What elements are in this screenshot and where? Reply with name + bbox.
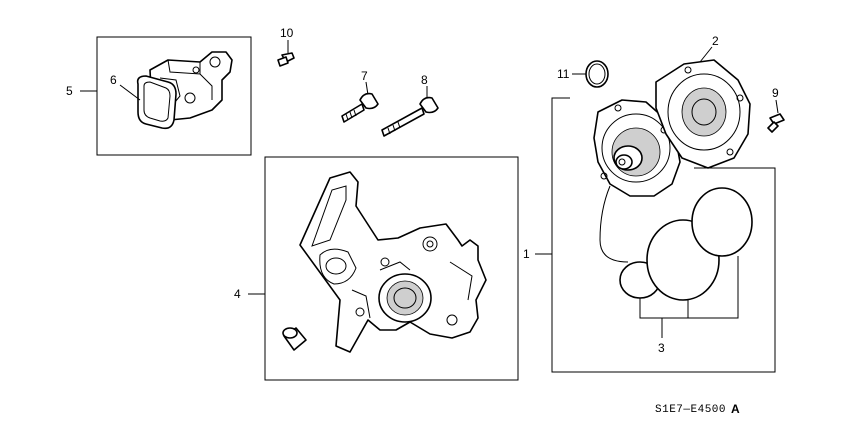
pump-housing-part [299, 171, 487, 353]
group-box-5 [80, 36, 252, 156]
diagram-code-suffix: A [731, 402, 740, 416]
callout-8: 8 [421, 73, 428, 87]
callout-9: 9 [772, 86, 779, 100]
callout-1: 1 [523, 247, 530, 261]
callout-6: 6 [110, 73, 117, 87]
leader-2 [699, 46, 713, 63]
callout-5: 5 [66, 84, 73, 98]
callout-2: 2 [712, 34, 719, 48]
group-box-1 [535, 97, 776, 373]
o-ring-11-part [572, 60, 609, 88]
cover-2-part [655, 59, 751, 169]
bolt-9-part [767, 99, 785, 133]
dowel-sleeve-part [282, 327, 307, 351]
pump-assembly-part [593, 99, 681, 263]
leader-6 [119, 84, 141, 101]
bolt-10-part [277, 40, 295, 67]
o-ring-set-3-part [619, 187, 753, 338]
callout-3: 3 [658, 341, 665, 355]
callout-11: 11 [557, 67, 570, 81]
bolt-8-part [381, 86, 439, 137]
callout-4: 4 [234, 287, 241, 301]
group-box-4 [248, 156, 519, 381]
bolt-7-part [341, 81, 379, 123]
diagram-code: S1E7—E4500 [655, 404, 726, 416]
callout-10: 10 [280, 26, 294, 40]
callout-7: 7 [361, 69, 368, 83]
gasket-6-part [136, 75, 177, 130]
